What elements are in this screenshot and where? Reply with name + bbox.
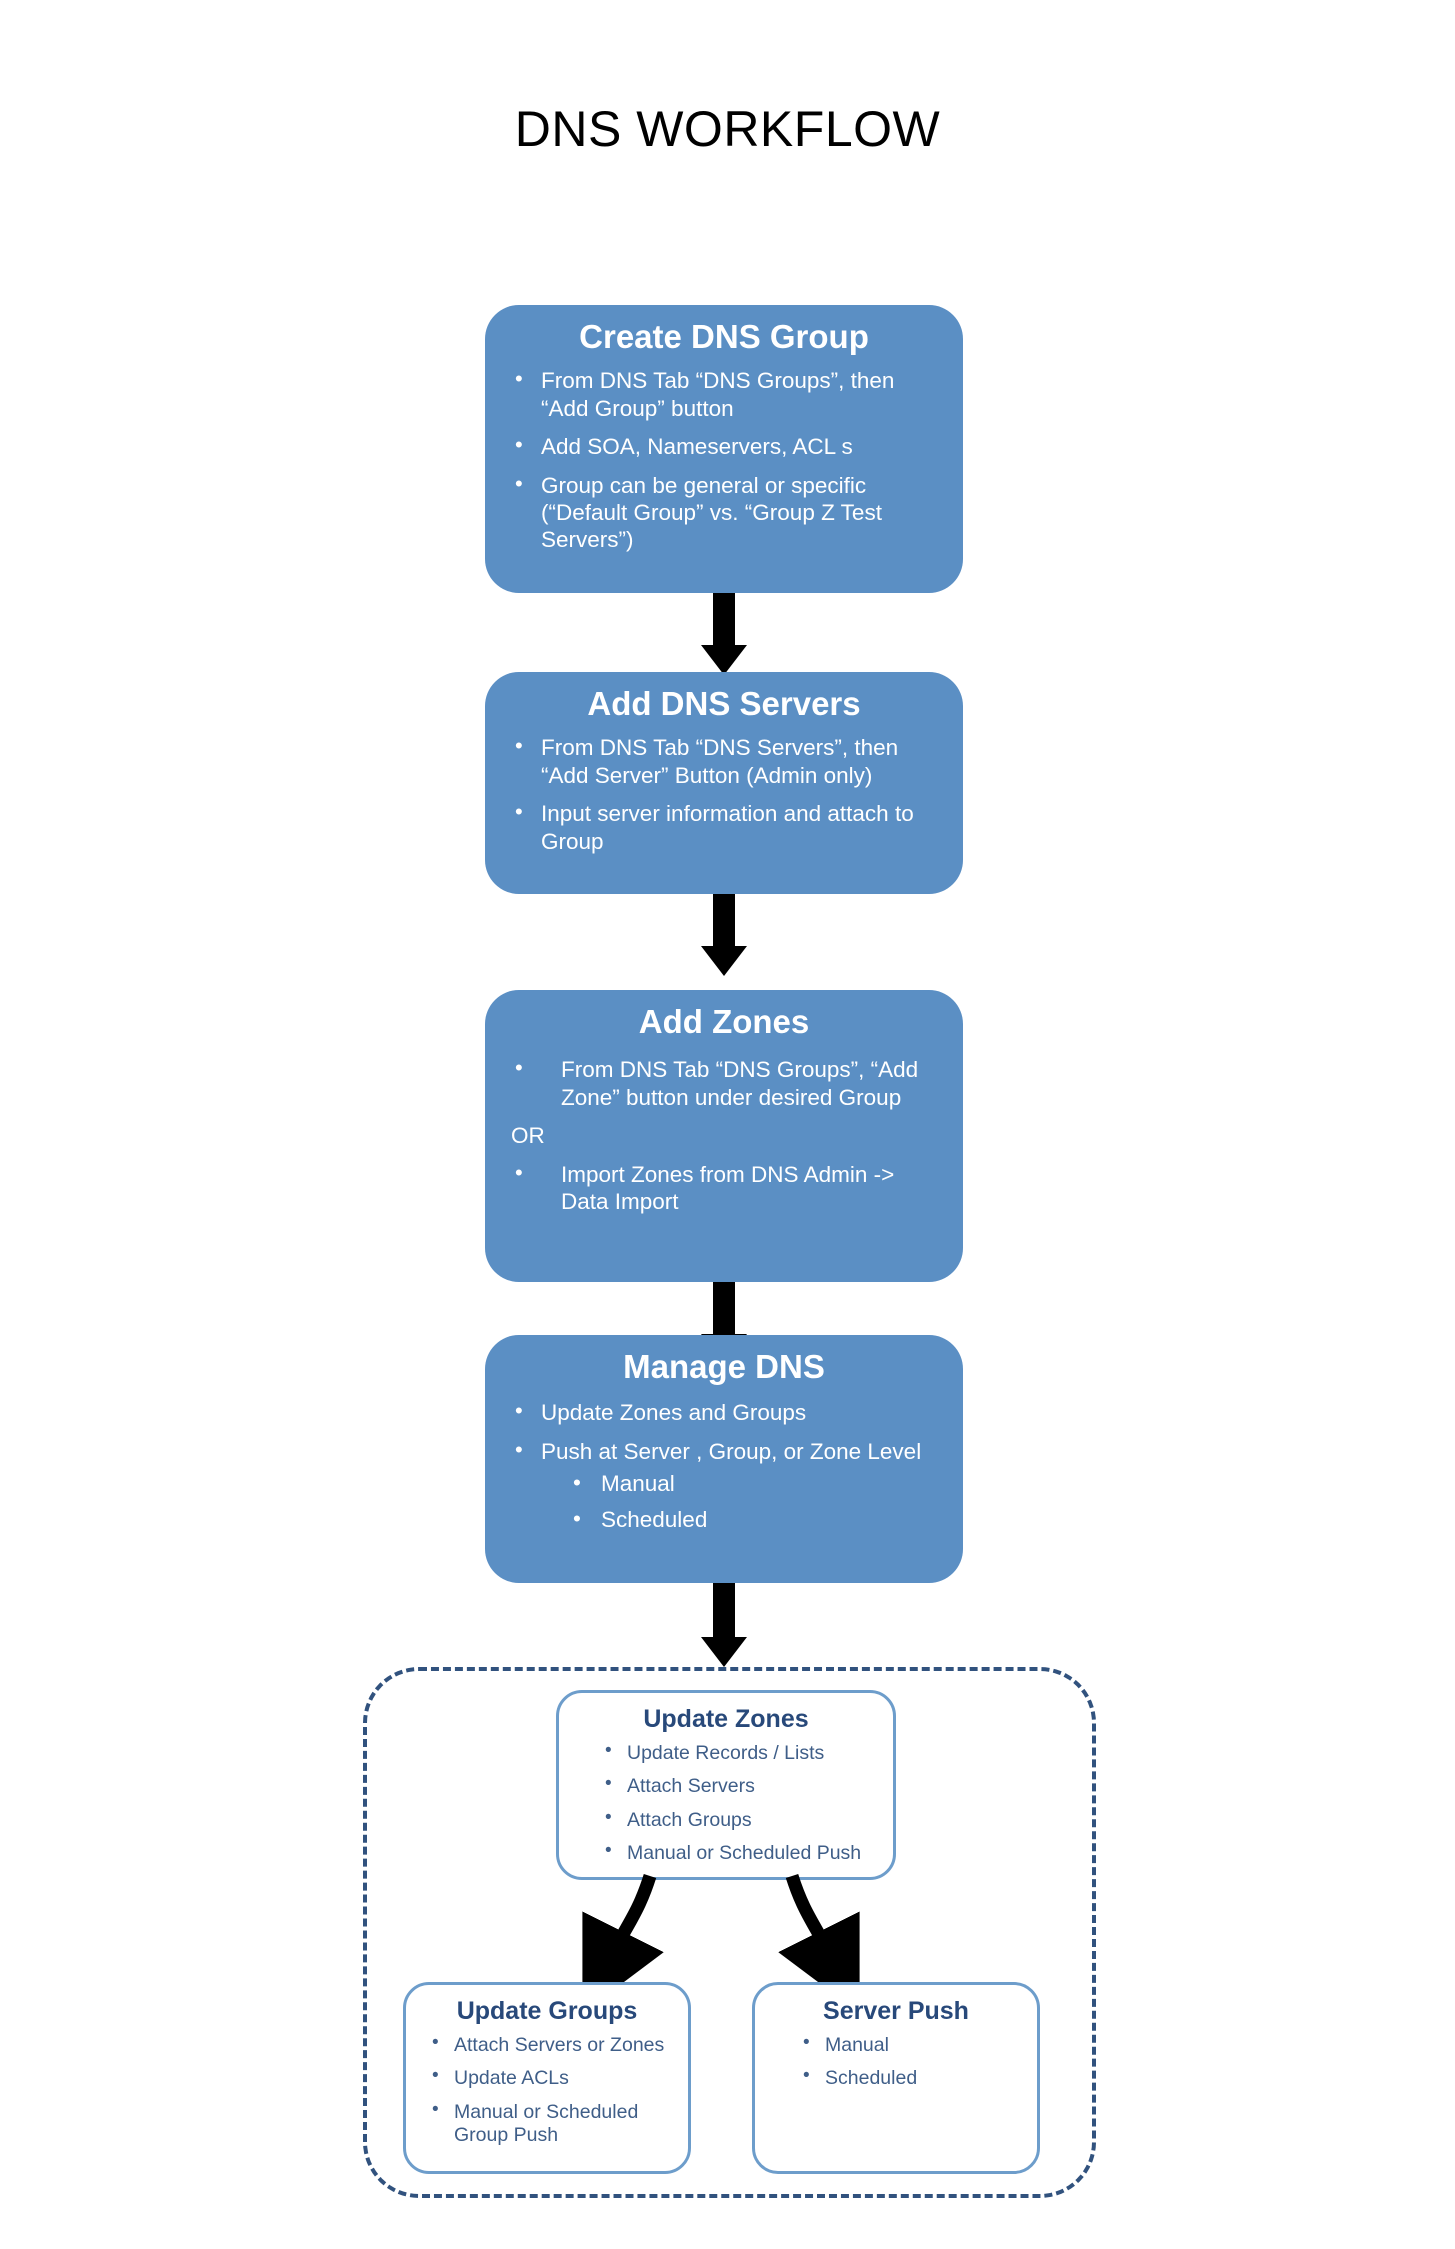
list-item: Update Records / Lists	[601, 1740, 881, 1765]
node-manage-dns[interactable]: Manage DNS Update Zones and Groups Push …	[485, 1335, 963, 1583]
node-title-update-groups: Update Groups	[456, 1997, 638, 2025]
node-title-manage-dns: Manage DNS	[623, 1348, 825, 1385]
list-item: Manual or Scheduled Push	[601, 1840, 881, 1865]
node-bullets-update-groups: Attach Servers or Zones Update ACLs Manu…	[406, 2026, 688, 2148]
detail-group-container	[363, 1667, 1096, 2198]
node-title-create-dns-group: Create DNS Group	[579, 318, 869, 355]
node-update-zones[interactable]: Update Zones Update Records / Lists Atta…	[556, 1690, 896, 1880]
arrow-shaft	[713, 593, 735, 649]
list-item: From DNS Tab “DNS Groups”, then “Add Gro…	[507, 366, 941, 422]
node-title-update-zones: Update Zones	[643, 1705, 809, 1733]
node-bullets-add-zones: From DNS Tab “DNS Groups”, “Add Zone” bu…	[485, 1040, 963, 1215]
list-item: Manual	[799, 2032, 1025, 2057]
node-bullets-server-push: Manual Scheduled	[755, 2026, 1037, 2091]
list-item: Scheduled	[565, 1506, 963, 1533]
list-item-separator: OR	[511, 1123, 545, 1149]
list-item: Attach Servers	[601, 1773, 881, 1798]
list-item: Attach Groups	[601, 1806, 881, 1832]
list-item: Add SOA, Nameservers, ACL s	[507, 432, 941, 460]
node-create-dns-group[interactable]: Create DNS Group From DNS Tab “DNS Group…	[485, 305, 963, 593]
node-subbullets-manage-dns: Manual Scheduled	[565, 1470, 963, 1533]
arrow-shaft	[713, 1583, 735, 1641]
node-update-groups[interactable]: Update Groups Attach Servers or Zones Up…	[403, 1982, 691, 2174]
list-item: Input server information and attach to G…	[507, 799, 941, 855]
node-add-dns-servers[interactable]: Add DNS Servers From DNS Tab “DNS Server…	[485, 672, 963, 894]
list-item: Manual or Scheduled Group Push	[428, 2099, 676, 2148]
arrow-add-servers-to-add-zones	[685, 894, 763, 976]
list-item: Attach Servers or Zones	[428, 2032, 676, 2057]
list-item: From DNS Tab “DNS Groups”, “Add Zone” bu…	[507, 1055, 941, 1111]
list-item: Group can be general or specific (“Defau…	[507, 471, 941, 554]
node-bullets-manage-dns: Update Zones and Groups Push at Server ,…	[485, 1385, 963, 1465]
arrow-head	[701, 1637, 747, 1667]
arrow-head	[701, 946, 747, 976]
arrow-head	[701, 645, 747, 675]
list-item: From DNS Tab “DNS Servers”, then “Add Se…	[507, 733, 941, 789]
list-item: Push at Server , Group, or Zone Level	[507, 1437, 941, 1465]
arrow-shaft	[713, 1282, 735, 1338]
list-item: Scheduled	[799, 2065, 1025, 2090]
page-title: DNS WORKFLOW	[514, 101, 941, 157]
node-bullets-create-dns-group: From DNS Tab “DNS Groups”, then “Add Gro…	[485, 355, 963, 554]
node-title-server-push: Server Push	[823, 1997, 969, 2025]
arrow-shaft	[713, 894, 735, 950]
list-item: Import Zones from DNS Admin -> Data Impo…	[507, 1160, 941, 1216]
list-item: Update Zones and Groups	[507, 1398, 941, 1426]
node-bullets-add-dns-servers: From DNS Tab “DNS Servers”, then “Add Se…	[485, 722, 963, 855]
arrow-manage-dns-to-update-zones	[685, 1583, 763, 1669]
list-item: Manual	[565, 1470, 963, 1497]
node-bullets-update-zones: Update Records / Lists Attach Servers At…	[559, 1734, 893, 1866]
list-item: Update ACLs	[428, 2065, 676, 2090]
node-title-add-zones: Add Zones	[638, 1003, 810, 1040]
node-server-push[interactable]: Server Push Manual Scheduled	[752, 1982, 1040, 2174]
node-add-zones[interactable]: Add Zones From DNS Tab “DNS Groups”, “Ad…	[485, 990, 963, 1282]
arrow-create-group-to-add-servers	[685, 593, 763, 675]
node-title-add-dns-servers: Add DNS Servers	[587, 685, 861, 722]
